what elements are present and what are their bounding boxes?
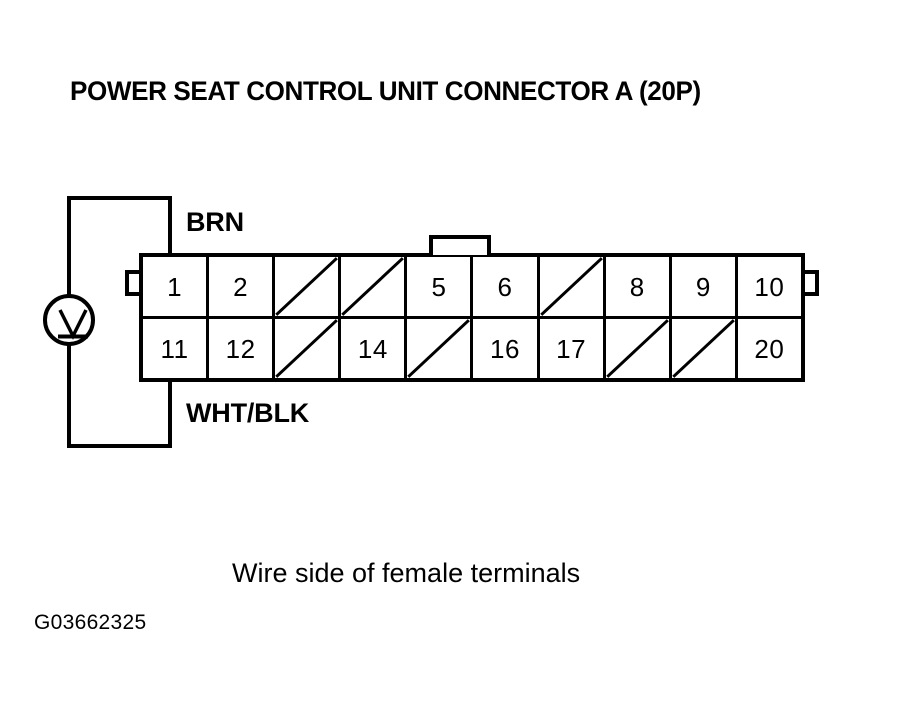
meter-bottom-lead-wire	[67, 444, 172, 448]
terminal-label: 8	[629, 271, 645, 302]
terminal-cell[interactable]: 11	[143, 319, 210, 378]
terminal-row-top: 1 2 5 6	[143, 257, 801, 319]
terminal-cell-blank[interactable]	[407, 319, 474, 378]
connector-notch-right	[805, 270, 819, 296]
terminal-label: 6	[497, 271, 513, 302]
terminal-cell[interactable]: 20	[738, 319, 801, 378]
terminal-label: 16	[490, 333, 520, 364]
connector-latch-tab	[429, 235, 491, 255]
blank-slash-icon	[606, 319, 669, 378]
blank-slash-icon	[672, 319, 735, 378]
figure-caption: Wire side of female terminals	[232, 558, 581, 588]
blank-slash-icon	[275, 257, 338, 316]
connector-notch-left	[125, 270, 139, 296]
wire-label-brn: BRN	[186, 207, 244, 237]
terminal-label: 17	[556, 333, 587, 364]
blank-slash-icon	[341, 257, 404, 316]
terminal-label: 5	[431, 271, 447, 302]
terminal-label: 9	[695, 271, 711, 302]
terminal-label: 2	[233, 271, 249, 302]
voltmeter-v-glyph	[58, 309, 88, 340]
terminal-label: 20	[754, 333, 785, 364]
terminal-cell[interactable]: 5	[407, 257, 474, 316]
terminal-cell-blank[interactable]	[275, 257, 342, 316]
terminal-cell[interactable]: 17	[540, 319, 606, 378]
wire-label-whtblk: WHT/BLK	[186, 398, 310, 428]
terminal-cell[interactable]: 2	[209, 257, 276, 316]
connector-body: 1 2 5 6	[125, 235, 819, 382]
terminal-cell[interactable]: 16	[473, 319, 540, 378]
terminal-cell-blank[interactable]	[540, 257, 606, 316]
terminal-cell[interactable]: 8	[606, 257, 672, 316]
brn-lead-drop-wire	[168, 196, 172, 256]
terminal-label: 14	[357, 333, 388, 364]
terminal-grid: 1 2 5 6	[143, 257, 801, 378]
terminal-cell-blank[interactable]	[672, 319, 738, 378]
terminal-cell-blank[interactable]	[275, 319, 342, 378]
figure-code: G03662325	[34, 611, 147, 634]
terminal-cell[interactable]: 14	[341, 319, 408, 378]
terminal-cell[interactable]: 10	[738, 257, 801, 316]
terminal-cell-blank[interactable]	[341, 257, 408, 316]
blank-slash-icon	[407, 319, 470, 378]
whtblk-lead-drop-wire	[168, 379, 172, 448]
terminal-cell[interactable]: 9	[672, 257, 738, 316]
blank-slash-icon	[540, 257, 603, 316]
page-title: POWER SEAT CONTROL UNIT CONNECTOR A (20P…	[70, 76, 701, 106]
terminal-cell[interactable]: 1	[143, 257, 210, 316]
blank-slash-icon	[275, 319, 338, 378]
voltmeter-icon	[43, 294, 95, 346]
terminal-row-bottom: 11 12 14 1	[143, 319, 801, 378]
terminal-label: 12	[225, 333, 256, 364]
terminal-label: 10	[754, 271, 785, 302]
terminal-cell[interactable]: 12	[209, 319, 276, 378]
terminal-cell[interactable]: 6	[473, 257, 540, 316]
terminal-label: 1	[167, 271, 183, 302]
terminal-label: 11	[160, 333, 189, 364]
terminal-cell-blank[interactable]	[606, 319, 672, 378]
